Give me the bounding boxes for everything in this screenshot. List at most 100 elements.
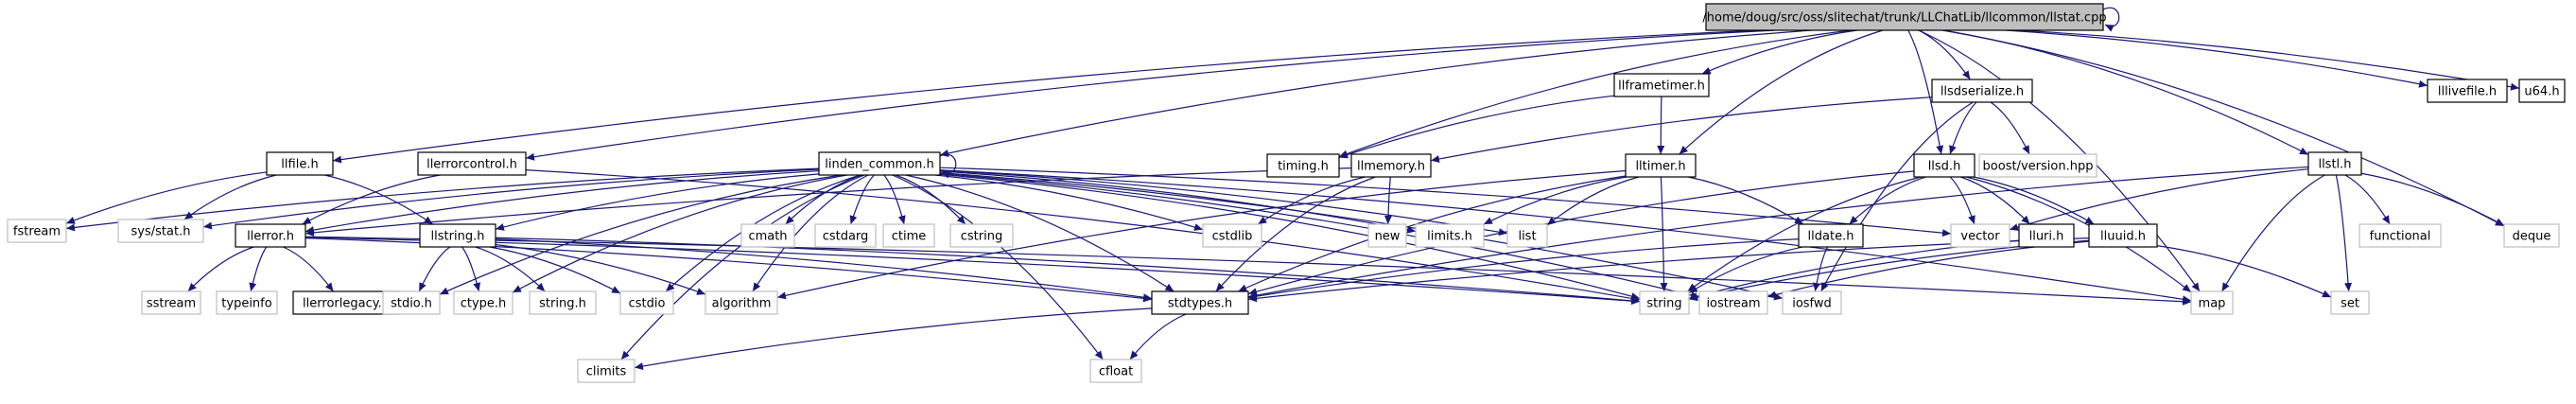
node-label: lltimer.h <box>1635 160 1685 174</box>
edge-linden_common-to-stdio <box>439 174 842 295</box>
edge-llstring-to-stdio <box>418 246 451 292</box>
node-label: cstdarg <box>823 230 869 244</box>
node-llluri[interactable]: lluri.h <box>2018 223 2075 248</box>
node-string: string <box>1639 290 1690 315</box>
node-llerrorcontrol[interactable]: llerrorcontrol.h <box>417 151 527 176</box>
node-box <box>1367 223 1407 248</box>
node-cmath: cmath <box>740 223 795 248</box>
node-label: llfile.h <box>281 158 318 172</box>
edge-linden_common-to-cstdio <box>665 174 862 292</box>
edge-linden_common-to-iostream <box>939 172 1700 299</box>
edge-llmemory-to-cstdlib <box>1257 176 1366 225</box>
node-map: map <box>2190 290 2234 315</box>
edge-root-to-llfile <box>332 29 1760 164</box>
edge-lltimer-to-limits <box>1483 176 1627 225</box>
node-box <box>1415 223 1485 248</box>
node-label: lluri.h <box>2029 230 2064 244</box>
node-llerror[interactable]: llerror.h <box>235 223 306 248</box>
node-u64[interactable]: u64.h <box>2518 79 2566 103</box>
node-box <box>2307 151 2362 176</box>
edge-llerror-to-typeinfo <box>249 246 268 292</box>
node-cstdarg: cstdarg <box>814 223 877 248</box>
node-functional: functional <box>2358 223 2442 248</box>
node-box <box>619 290 674 315</box>
edge-linden_common-to-cstring <box>895 174 966 225</box>
node-label: linden_common.h <box>825 158 933 172</box>
node-label: functional <box>2370 230 2431 244</box>
node-label: map <box>2199 297 2226 311</box>
node-stdio: stdio.h <box>382 290 441 315</box>
edge-llstring-to-cstdio <box>489 246 621 294</box>
node-label: ctype.h <box>461 297 507 311</box>
node-lllivefile[interactable]: lllivefile.h <box>2427 79 2508 103</box>
node-label: llerrorlegacy.h <box>303 297 390 311</box>
edge-lltimer-to-algorithm <box>776 169 1627 300</box>
node-llsdserialize[interactable]: llsdserialize.h <box>1931 79 2033 103</box>
edge-llstl-to-vector <box>2009 168 2309 231</box>
node-box <box>2427 79 2508 103</box>
node-llerrorlegacy[interactable]: llerrorlegacy.h <box>292 290 400 315</box>
node-label: lldate.h <box>1808 230 1854 244</box>
edge-llsdserialize-to-boostversion <box>1990 101 2030 155</box>
node-root[interactable]: /home/doug/src/oss/slitechat/trunk/LLCha… <box>1702 3 2107 31</box>
node-lltimer[interactable]: lltimer.h <box>1625 153 1697 178</box>
edge-root-to-llsdserialize <box>1918 29 1971 80</box>
node-label: llsd.h <box>1928 160 1961 174</box>
node-boostversion: boost/version.hpp <box>1978 153 2097 178</box>
edge-llerror-to-sstream <box>187 246 254 292</box>
node-limits: limits.h <box>1415 223 1485 248</box>
node-label: stdio.h <box>391 297 432 311</box>
node-timing[interactable]: timing.h <box>1266 153 1340 178</box>
edge-llsd-to-llluri <box>1960 176 2030 225</box>
node-box <box>1782 290 1842 315</box>
node-llmemory[interactable]: llmemory.h <box>1350 153 1432 178</box>
node-linden_common[interactable]: linden_common.h <box>818 151 941 176</box>
edge-llerrorcontrol-to-llerror <box>302 174 441 225</box>
node-list: list <box>1506 223 1548 248</box>
edge-llerror-to-llerrorlegacy <box>283 246 334 292</box>
node-label: list <box>1518 230 1536 244</box>
node-box <box>2503 223 2560 248</box>
node-box <box>1625 153 1697 178</box>
node-lldate[interactable]: lldate.h <box>1798 223 1864 248</box>
node-lluuid[interactable]: lluuid.h <box>2088 223 2158 248</box>
node-iosfwd: iosfwd <box>1782 290 1842 315</box>
node-label: llstring.h <box>431 230 485 244</box>
node-llstring[interactable]: llstring.h <box>419 223 496 248</box>
node-label: /home/doug/src/oss/slitechat/trunk/LLCha… <box>1702 11 2106 26</box>
node-label: lluuid.h <box>2100 230 2146 244</box>
edge-llsd-to-lldate <box>1849 176 1926 225</box>
node-box <box>1089 359 1142 383</box>
node-sysstat: sys/stat.h <box>117 219 204 243</box>
edge-llfile-to-llstring <box>324 174 433 225</box>
node-stdtypes[interactable]: stdtypes.h <box>1151 290 1249 315</box>
node-label: cstdio <box>629 297 666 311</box>
edge-llstring-to-string <box>495 237 1641 305</box>
node-box <box>382 290 441 315</box>
node-box <box>1266 153 1340 178</box>
node-box <box>417 151 527 176</box>
node-typeinfo: typeinfo <box>216 290 278 315</box>
node-llframetimer[interactable]: llframetimer.h <box>1613 73 1710 97</box>
edge-root-to-lltimer <box>1679 29 1884 155</box>
edge-llsd-to-string <box>1687 176 1922 292</box>
edge-linden_common-to-cstdlib <box>934 174 1204 231</box>
node-label: llerrorcontrol.h <box>426 158 517 172</box>
node-box <box>1350 153 1432 178</box>
node-box <box>577 359 635 383</box>
edge-lldate-to-stdtypes <box>1247 238 1800 301</box>
node-llstl[interactable]: llstl.h <box>2307 151 2362 176</box>
node-box <box>2358 223 2442 248</box>
edge-llstl-to-deque <box>2360 172 2505 226</box>
node-box <box>1798 223 1864 248</box>
edge-linden_common-to-string <box>939 173 1641 300</box>
node-llfile[interactable]: llfile.h <box>266 151 334 176</box>
node-box <box>1950 223 2010 248</box>
node-label: u64.h <box>2524 85 2559 99</box>
node-label: llstl.h <box>2318 158 2351 172</box>
node-llsd[interactable]: llsd.h <box>1913 153 1976 178</box>
node-label: llframetimer.h <box>1618 79 1705 94</box>
node-box <box>705 290 778 315</box>
node-label: cfloat <box>1099 365 1133 379</box>
node-cstdlib: cstdlib <box>1202 223 1262 248</box>
